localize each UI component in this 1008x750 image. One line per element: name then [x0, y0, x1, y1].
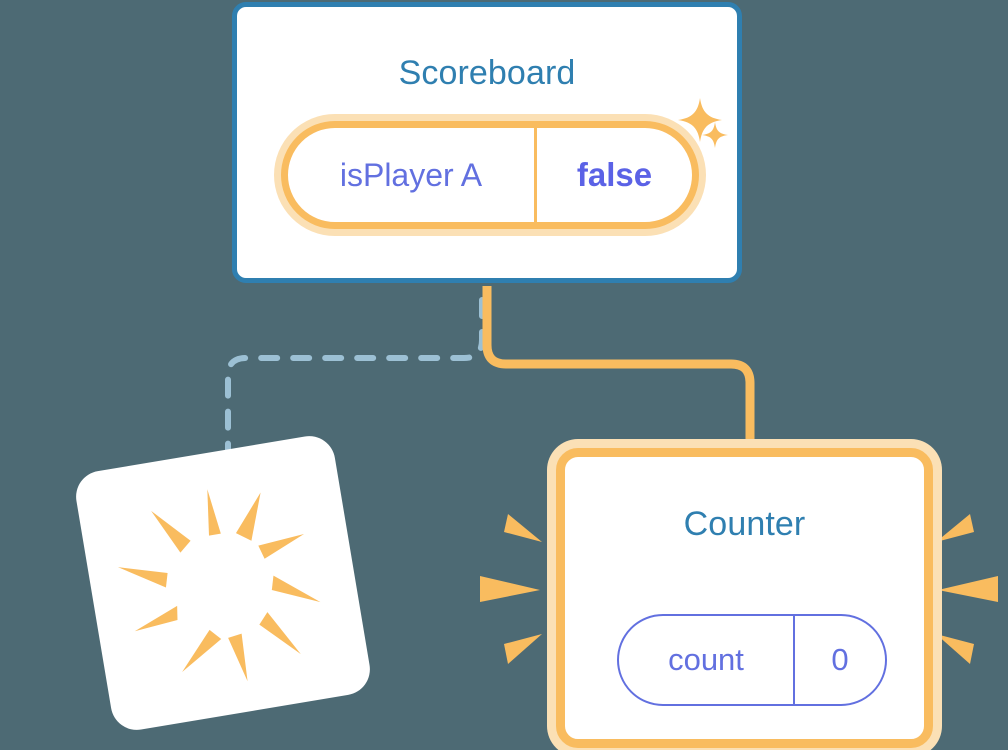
scoreboard-property-value: false — [576, 156, 653, 193]
sparkle-large-icon — [678, 98, 722, 142]
burst-rays-inside-card-icon — [117, 489, 321, 682]
rays-right-of-counter-icon — [936, 514, 998, 664]
counter-property-value: 0 — [831, 642, 849, 677]
connector-scoreboard-to-counter — [482, 286, 755, 465]
sparkle-small-icon — [702, 122, 728, 148]
node-card-counter[interactable]: Counter count 0 — [556, 448, 933, 748]
rays-left-of-counter-icon — [480, 514, 542, 664]
scoreboard-property-key: isPlayer A — [288, 128, 537, 222]
counter-property-key: count — [619, 616, 795, 704]
counter-title: Counter — [683, 505, 806, 543]
node-card-burst[interactable] — [72, 432, 374, 734]
node-card-scoreboard[interactable]: Scoreboard isPlayer A false — [232, 2, 742, 283]
scoreboard-property-pill[interactable]: isPlayer A false — [281, 121, 699, 229]
connector-scoreboard-to-burst-card — [225, 297, 485, 473]
scoreboard-title: Scoreboard — [398, 54, 576, 92]
counter-property-pill[interactable]: count 0 — [617, 614, 887, 706]
